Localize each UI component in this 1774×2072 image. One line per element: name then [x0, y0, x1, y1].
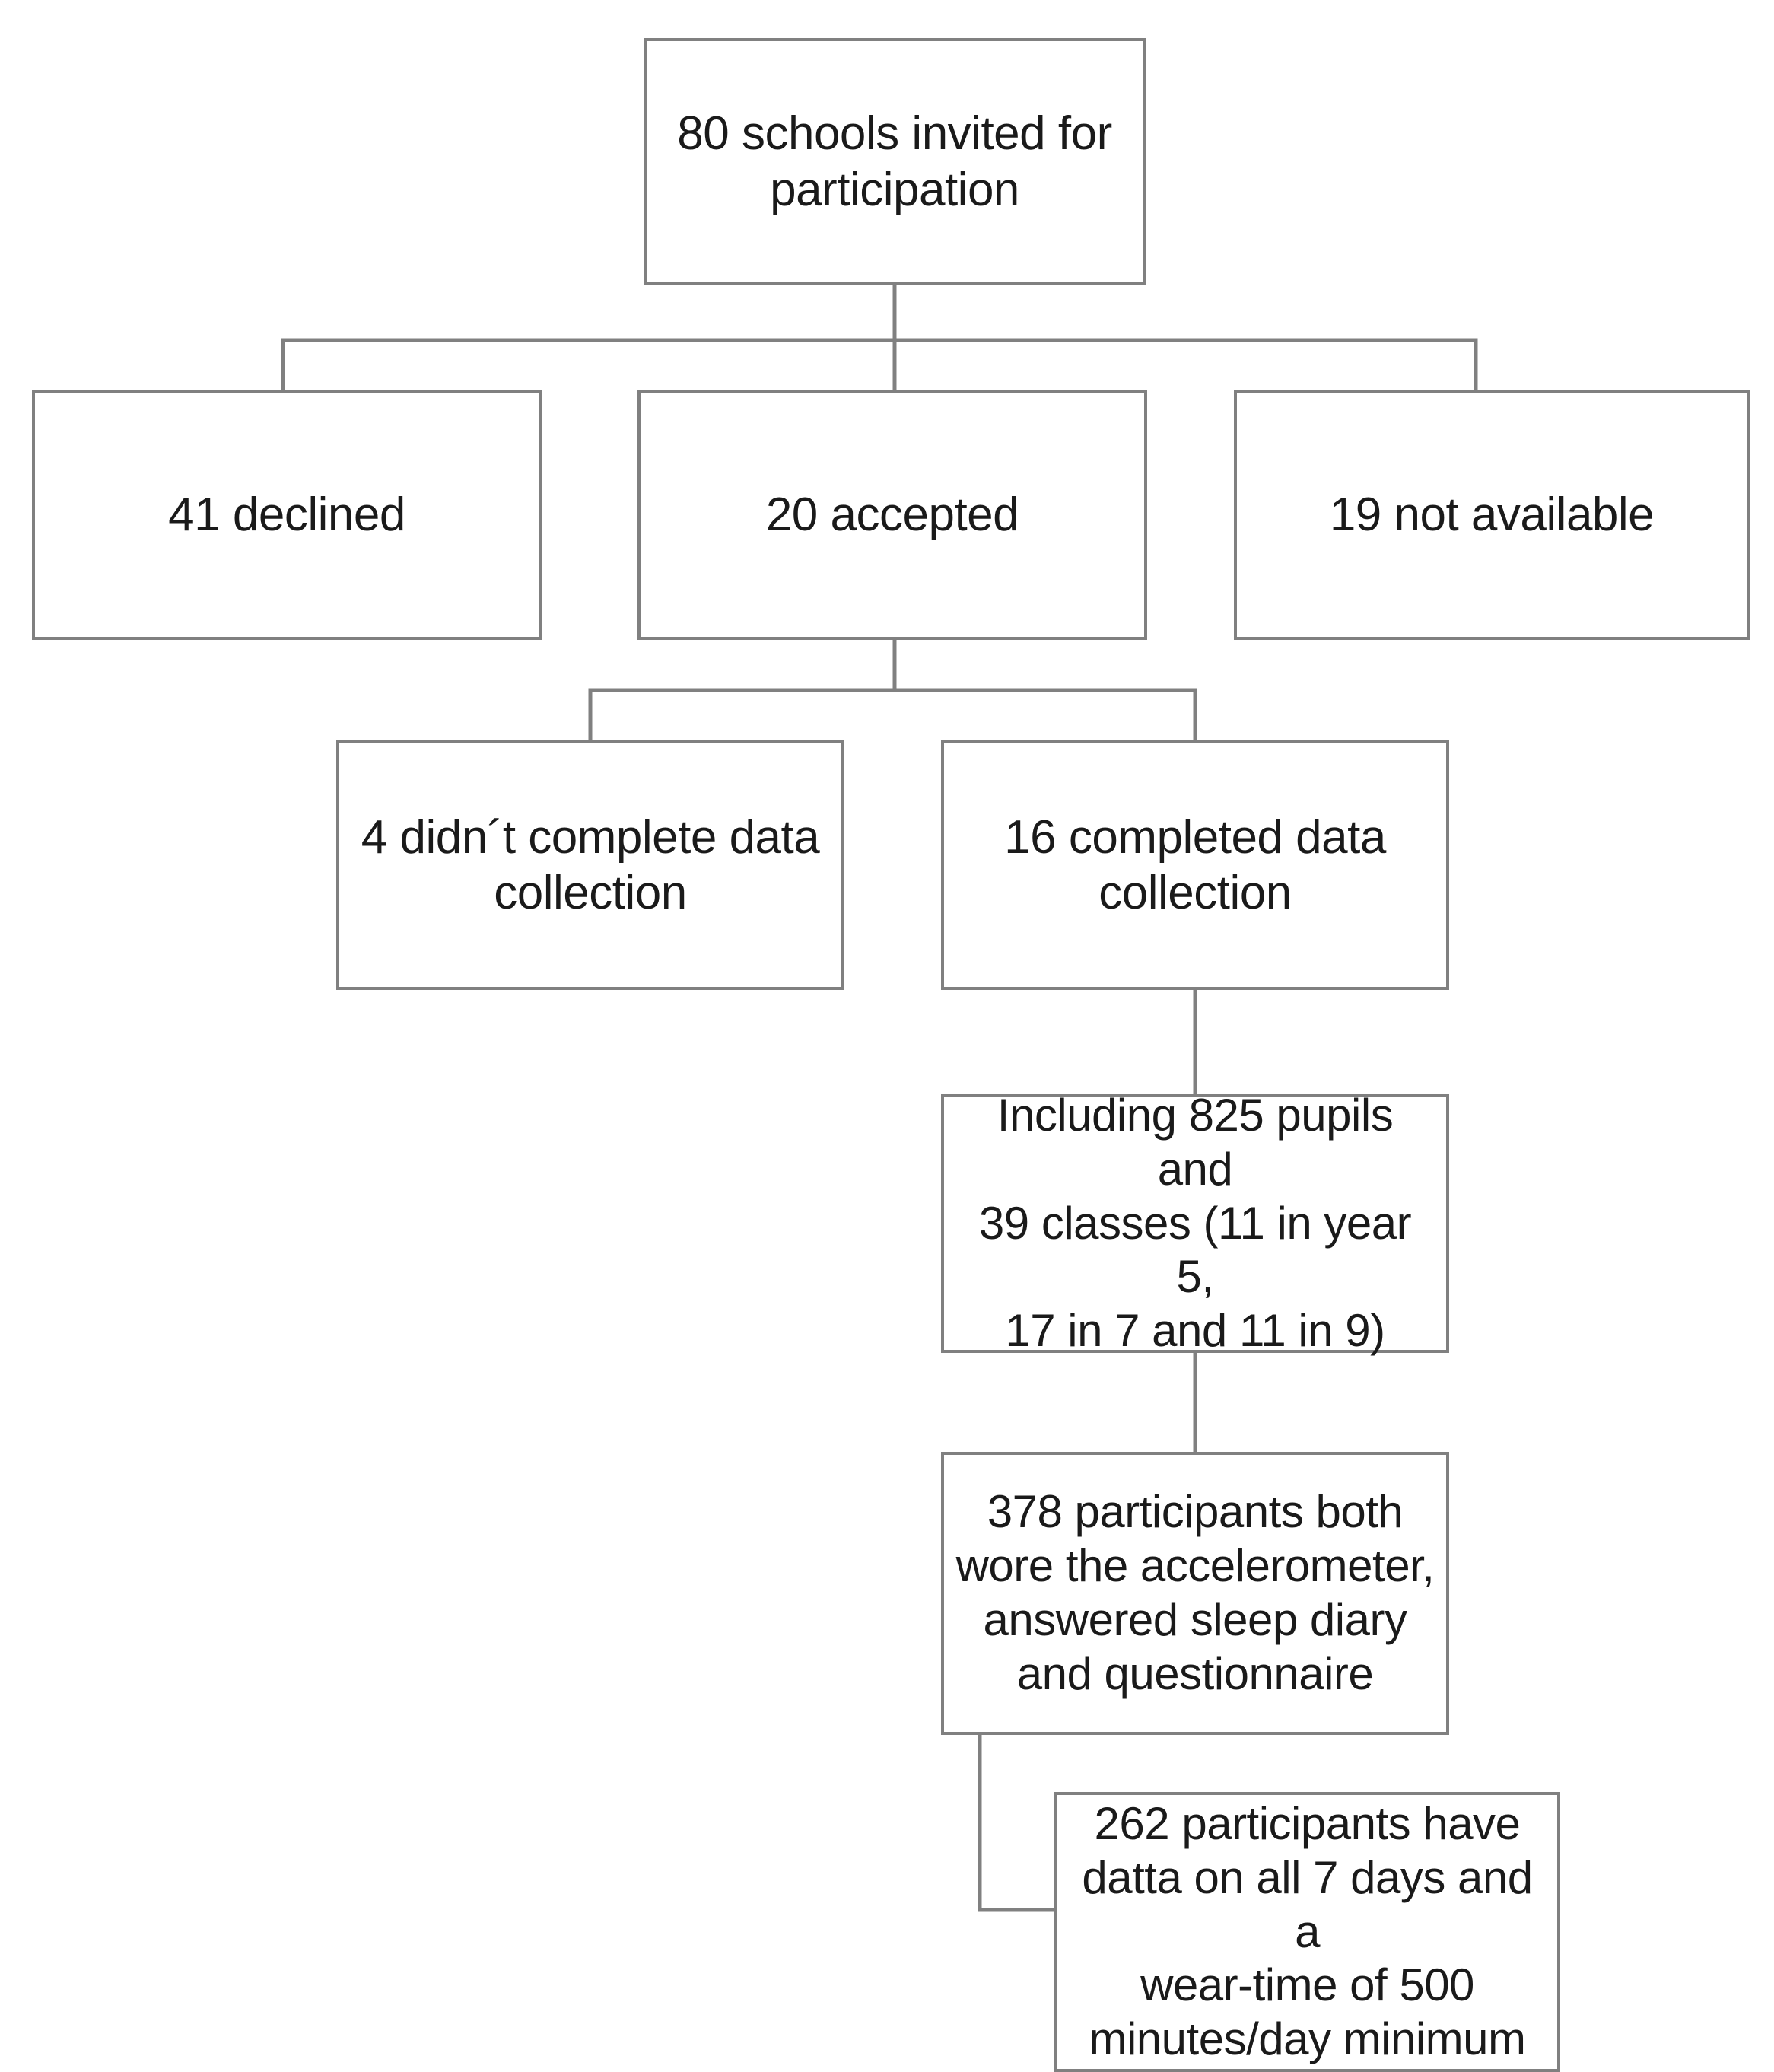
- node-incomplete-data-collection[interactable]: 4 didn´t complete data collection: [336, 740, 844, 990]
- node-schools-invited[interactable]: 80 schools invited for participation: [644, 38, 1146, 285]
- node-participants-accelerometer-diary[interactable]: 378 participants both wore the accelerom…: [941, 1452, 1449, 1735]
- node-label-participants-wear-time: 262 participants have datta on all 7 day…: [1082, 1798, 1533, 2065]
- node-participants-wear-time[interactable]: 262 participants have datta on all 7 day…: [1054, 1792, 1560, 2072]
- node-label-accepted: 20 accepted: [765, 489, 1019, 542]
- node-label-not-available: 19 not available: [1329, 489, 1655, 542]
- node-completed-data-collection[interactable]: 16 completed data collection: [941, 740, 1449, 990]
- node-label-completed-data-collection: 16 completed data collection: [1004, 810, 1386, 919]
- node-label-schools-invited: 80 schools invited for participation: [677, 107, 1112, 216]
- node-pupils-and-classes[interactable]: Including 825 pupils and 39 classes (11 …: [941, 1090, 1449, 1356]
- node-accepted[interactable]: 20 accepted: [637, 390, 1147, 640]
- node-label-incomplete-data-collection: 4 didn´t complete data collection: [361, 810, 820, 919]
- node-label-pupils-and-classes: Including 825 pupils and 39 classes (11 …: [978, 1090, 1412, 1357]
- node-not-available[interactable]: 19 not available: [1234, 390, 1750, 640]
- node-label-declined: 41 declined: [168, 489, 405, 542]
- edge-both-weartime: [978, 1733, 1057, 1912]
- node-declined[interactable]: 41 declined: [32, 390, 542, 640]
- node-label-participants-accelerometer-diary: 378 participants both wore the accelerom…: [955, 1486, 1435, 1699]
